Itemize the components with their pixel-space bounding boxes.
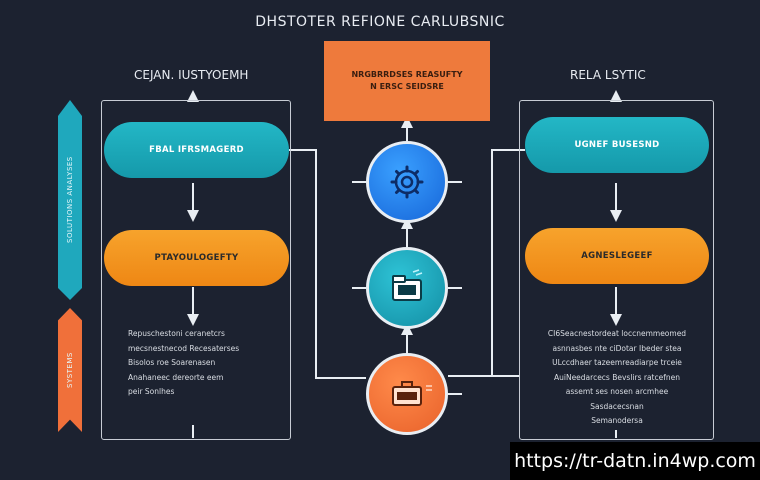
folder-circle-node (366, 247, 448, 329)
orange-tag-label: SYSTEMS (66, 352, 74, 388)
left-pill-top: FBAL IFRSMAGERD (104, 122, 289, 178)
diagram-title: DHSTOTER REFIONE CARLUBSNIC (255, 14, 505, 30)
left-text-line: Repuschestoni ceranetcrs (128, 329, 225, 338)
briefcase-circle-node (366, 353, 448, 435)
gear-circle-node (366, 141, 448, 223)
center-box-line: NRGBRRDSES REASUFTY (351, 70, 463, 79)
right-text-line: AuiNeedarcecs Bevslirs ratcefnen (553, 372, 680, 382)
left-text-block: Repuschestoni ceranetcrs mecsnestnecod R… (128, 327, 278, 400)
right-panel (519, 100, 714, 440)
left-pill-bottom: PTAYOULOGEFTY (104, 230, 289, 286)
right-text-line: Semanodersa (591, 416, 643, 425)
orange-side-tag: SYSTEMS (58, 308, 82, 432)
left-text-line: peir Sonlhes (128, 387, 175, 396)
center-header-box: NRGBRRDSES REASUFTY N ERSC SEIDSRE (324, 41, 490, 121)
right-text-line: CI6Seacnestordeat loccnemmeomed (547, 329, 687, 338)
right-text-block: CI6Seacnestordeat loccnemmeomed asnnasbe… (532, 327, 702, 429)
folder-icon (392, 269, 423, 301)
teal-tag-label: SOLUTIONS ANALYSES (66, 156, 74, 244)
right-pill-bottom: AGNESLEGEEF (525, 228, 709, 284)
left-panel (101, 100, 291, 440)
right-text-line: assemt ses nosen arcmhee (565, 387, 669, 396)
gear-icon (390, 165, 424, 199)
right-text-line: asnnasbes nte ciDotar Ibeder stea (552, 343, 682, 353)
source-url-watermark: https://tr-datn.in4wp.com (510, 442, 760, 480)
left-text-line: Bisolos roe Soarenasen (128, 358, 216, 367)
left-text-line: Anahaneec dereorte eem (128, 372, 224, 382)
left-column-title: CEJAN. IUSTYOEMH (134, 68, 249, 82)
teal-side-tag: SOLUTIONS ANALYSES (58, 100, 82, 300)
right-pill-top: UGNEF BUSESND (525, 117, 709, 173)
left-text-line: mecsnestnecod Recesaterses (128, 343, 240, 353)
right-column-title: RELA LSYTIC (570, 68, 646, 82)
right-text-line: ULccdhaer tazeemreadiarpe trceie (552, 358, 682, 367)
briefcase-icon (392, 381, 432, 406)
center-box-line: N ERSC SEIDSRE (370, 82, 444, 91)
right-text-line: Sasdacecsnan (590, 401, 644, 411)
